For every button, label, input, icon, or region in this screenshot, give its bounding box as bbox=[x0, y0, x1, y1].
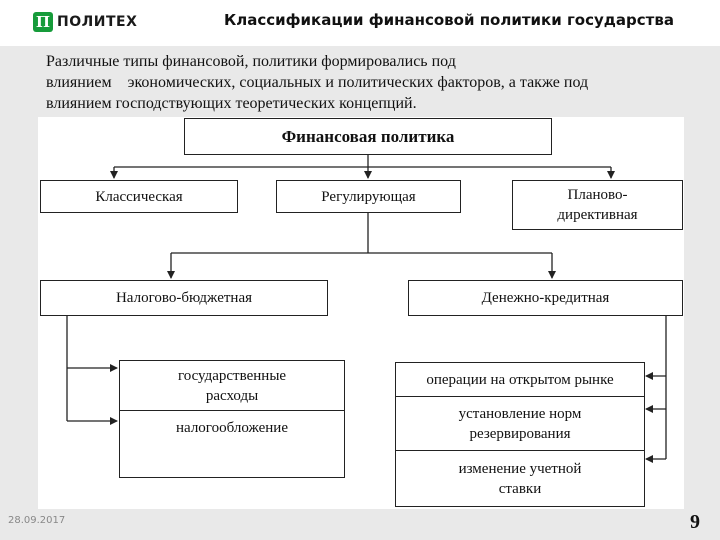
box-classic: Классическая bbox=[40, 180, 238, 213]
tool-reserve-requirements: установление норм резервирования bbox=[396, 398, 644, 451]
slide-title: Классификации финансовой политики госуда… bbox=[224, 11, 674, 29]
tool-open-market-operations: операции на открытом рынке bbox=[396, 363, 644, 397]
logo-text: ПОЛИТЕХ bbox=[57, 14, 138, 30]
intro-text: Различные типы финансовой, политики форм… bbox=[46, 51, 686, 114]
root-box-financial-policy: Финансовая политика bbox=[184, 118, 552, 155]
intro-line-1: Различные типы финансовой, политики форм… bbox=[46, 53, 456, 70]
box-regulating: Регулирующая bbox=[276, 180, 461, 213]
classification-diagram: Финансовая политика Классическая Регулир… bbox=[38, 117, 684, 509]
logo-mark-icon: П bbox=[33, 12, 53, 32]
tool-discount-rate: изменение учетной ставки bbox=[458, 460, 582, 497]
tool-taxation: налогообложение bbox=[176, 420, 288, 436]
box-monetary-policy: Денежно-кредитная bbox=[408, 280, 683, 316]
page-number: 9 bbox=[690, 511, 700, 533]
tool-government-spending: государственные расходы bbox=[120, 361, 344, 411]
footer-date: 28.09.2017 bbox=[8, 515, 66, 526]
box-fiscal-policy: Налогово-бюджетная bbox=[40, 280, 328, 316]
box-planned-directive: Планово- директивная bbox=[512, 180, 683, 230]
monetary-tools-box: операции на открытом рынке установление … bbox=[395, 362, 645, 507]
intro-line-2: влиянием экономических, социальных и пол… bbox=[46, 74, 589, 91]
diagram-connectors bbox=[66, 155, 667, 463]
intro-line-3: влиянием господствующих теоретических ко… bbox=[46, 95, 417, 112]
slide-header: П ПОЛИТЕХ Классификации финансовой полит… bbox=[0, 0, 720, 46]
fiscal-tools-box: государственные расходы налогообложение bbox=[119, 360, 345, 478]
logo: П ПОЛИТЕХ bbox=[33, 11, 137, 33]
